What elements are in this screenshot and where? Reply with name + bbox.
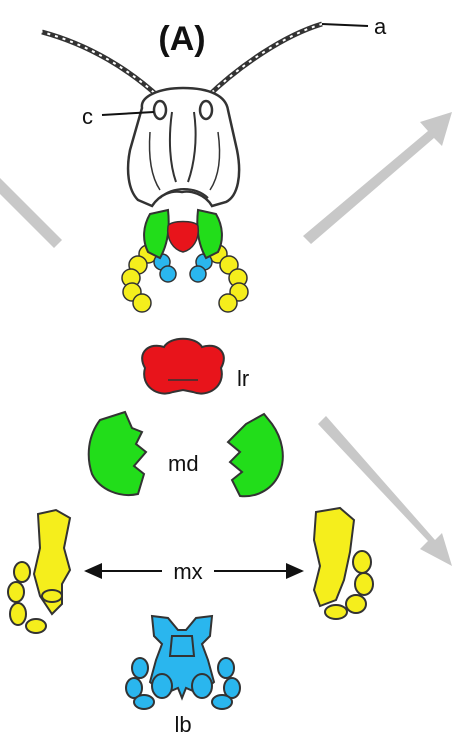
mandible-right	[228, 414, 283, 496]
head-capsule	[128, 88, 239, 206]
labium-label: lb	[174, 712, 191, 737]
labrum-label: lr	[237, 366, 249, 391]
labrum	[142, 339, 224, 394]
panel-label: (A)	[158, 20, 205, 58]
head-labial-palps	[154, 254, 212, 282]
mandible-left	[89, 412, 146, 495]
top-right-grey-arrow	[303, 112, 452, 244]
maxilla-right	[314, 508, 373, 619]
antenna-pointer	[322, 24, 368, 26]
maxilla-left	[8, 510, 70, 633]
maxilla-label: mx	[173, 559, 202, 584]
mandible-label: md	[168, 451, 199, 476]
head-maxillary-palps	[122, 245, 248, 312]
antenna-label: a	[374, 14, 387, 39]
labium	[126, 616, 240, 709]
left-grey-arrow	[0, 178, 62, 248]
head-labrum	[168, 222, 199, 253]
compound-eye-label: c	[82, 104, 93, 129]
